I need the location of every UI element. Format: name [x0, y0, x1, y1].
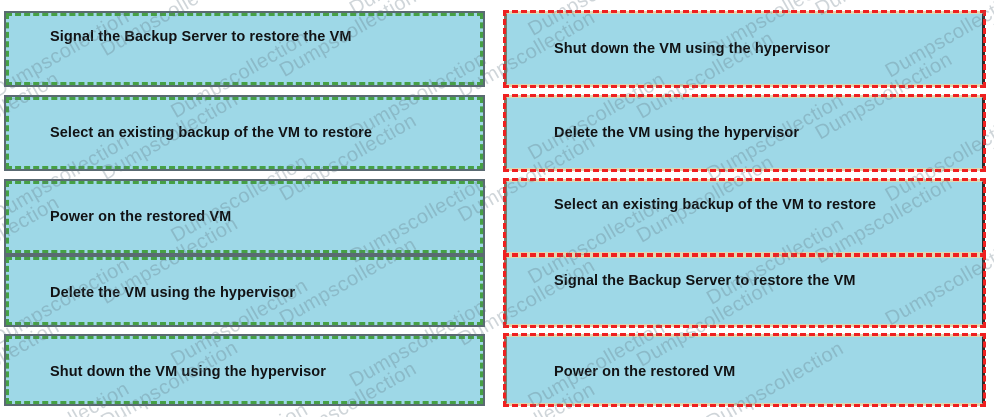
- action-item-3[interactable]: Select an existing backup of the VM to r…: [503, 178, 986, 256]
- answer-step-2-label: Select an existing backup of the VM to r…: [50, 125, 373, 141]
- action-item-5-label: Power on the restored VM: [554, 364, 736, 380]
- answer-step-5[interactable]: Shut down the VM using the hypervisor: [4, 334, 485, 406]
- answer-step-1-frame: [4, 11, 485, 87]
- action-item-2-label: Delete the VM using the hypervisor: [554, 125, 800, 141]
- answer-step-5-label: Shut down the VM using the hypervisor: [50, 364, 326, 380]
- action-item-4-label: Signal the Backup Server to restore the …: [554, 273, 856, 289]
- answer-step-4[interactable]: Delete the VM using the hypervisor: [4, 255, 485, 327]
- answer-step-3-label: Power on the restored VM: [50, 209, 232, 225]
- action-item-3-label: Select an existing backup of the VM to r…: [554, 197, 877, 213]
- answer-step-5-frame: [4, 334, 485, 406]
- action-item-5[interactable]: Power on the restored VM: [503, 333, 986, 407]
- action-item-4[interactable]: Signal the Backup Server to restore the …: [503, 254, 986, 328]
- answer-step-1[interactable]: Signal the Backup Server to restore the …: [4, 11, 485, 87]
- answer-step-3[interactable]: Power on the restored VM: [4, 179, 485, 255]
- action-item-1[interactable]: Shut down the VM using the hypervisor: [503, 10, 986, 88]
- action-item-2[interactable]: Delete the VM using the hypervisor: [503, 94, 986, 172]
- action-item-1-label: Shut down the VM using the hypervisor: [554, 41, 830, 57]
- answer-step-2-frame: [4, 95, 485, 171]
- answer-step-2[interactable]: Select an existing backup of the VM to r…: [4, 95, 485, 171]
- answer-step-4-label: Delete the VM using the hypervisor: [50, 285, 296, 301]
- action-item-4-frame: [504, 255, 985, 327]
- answer-step-3-frame: [4, 179, 485, 255]
- action-item-3-frame: [504, 179, 985, 255]
- answer-step-1-label: Signal the Backup Server to restore the …: [50, 29, 352, 45]
- answer-step-4-frame: [4, 255, 485, 327]
